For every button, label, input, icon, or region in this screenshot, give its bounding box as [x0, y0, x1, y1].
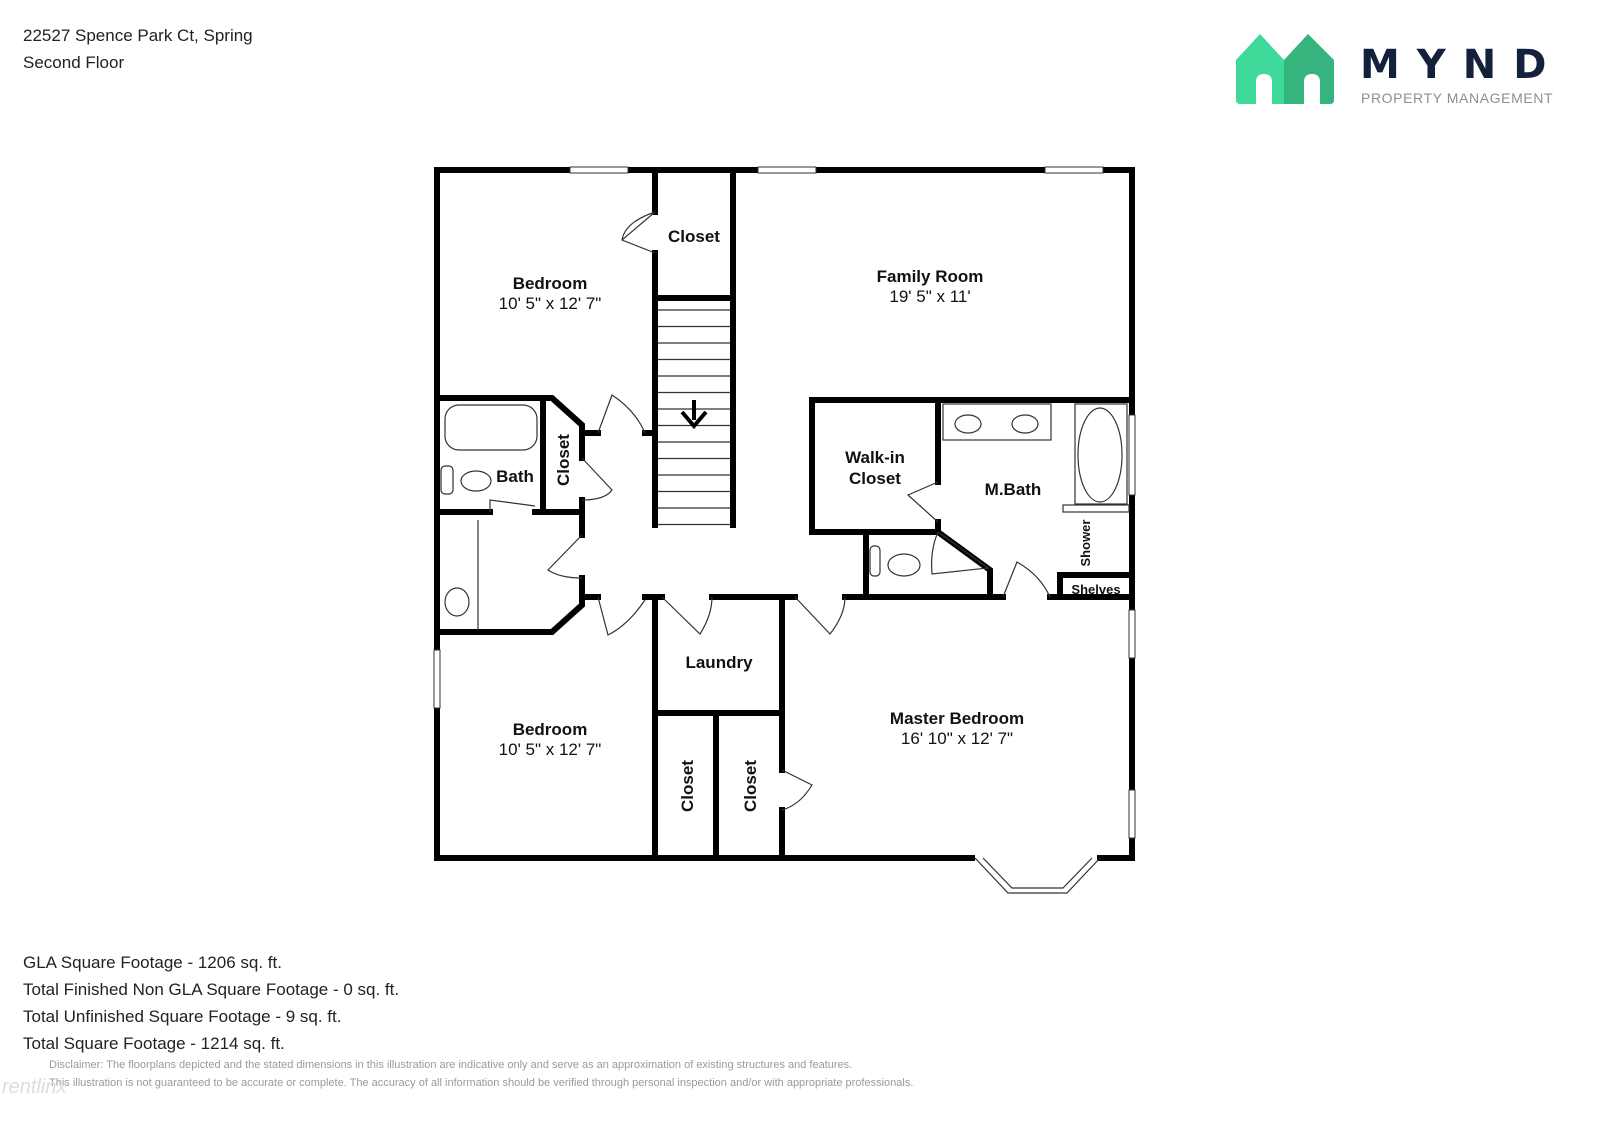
room-closet-a: Closet: [678, 760, 697, 812]
address: 22527 Spence Park Ct, Spring: [23, 26, 253, 45]
brand-tagline: PROPERTY MANAGEMENT: [1361, 90, 1554, 106]
room-master-bedroom-dims: 16' 10" x 12' 7": [901, 729, 1013, 748]
room-master-bedroom: Master Bedroom: [890, 709, 1024, 728]
room-closet-b: Closet: [741, 760, 760, 812]
fixtures: [440, 309, 1130, 630]
disclaimer-line-1: Disclaimer: The floorplans depicted and …: [49, 1059, 853, 1071]
stairs-down-arrow-icon: [680, 400, 708, 430]
mynd-logo-icon: [1236, 34, 1334, 104]
room-bedroom-1: Bedroom: [513, 274, 588, 293]
header: 22527 Spence Park Ct, Spring Second Floo…: [23, 22, 253, 76]
room-bedroom-1-dims: 10' 5" x 12' 7": [499, 294, 602, 313]
room-closet-hall: Closet: [554, 434, 573, 486]
room-family-room: Family Room: [877, 267, 984, 286]
room-bath: Bath: [496, 467, 534, 486]
room-shelves: Shelves: [1071, 582, 1120, 597]
disclaimer: Disclaimer: The floorplans depicted and …: [49, 1056, 913, 1092]
windows: [433, 166, 1136, 839]
room-laundry: Laundry: [685, 653, 753, 672]
brand-name: MYND: [1360, 42, 1564, 88]
square-footage-summary: GLA Square Footage - 1206 sq. ft. Total …: [23, 949, 399, 1057]
watermark: rentlinx: [2, 1076, 67, 1098]
room-shower: Shower: [1078, 520, 1093, 567]
room-master-bath: M.Bath: [985, 480, 1042, 499]
stat-non-gla: Total Finished Non GLA Square Footage - …: [23, 980, 400, 999]
room-walkin-line2: Closet: [849, 469, 901, 488]
room-closet-top: Closet: [668, 227, 720, 246]
stat-gla: GLA Square Footage - 1206 sq. ft.: [23, 953, 282, 972]
room-walkin-line1: Walk-in: [845, 448, 905, 467]
room-family-room-dims: 19' 5" x 11': [889, 287, 970, 306]
room-bedroom-2: Bedroom: [513, 720, 588, 739]
stat-total: Total Square Footage - 1214 sq. ft.: [23, 1034, 285, 1053]
disclaimer-line-2: This illustration is not guaranteed to b…: [49, 1077, 914, 1089]
doors: [489, 211, 1051, 811]
room-bedroom-2-dims: 10' 5" x 12' 7": [499, 740, 602, 759]
floor-label: Second Floor: [23, 53, 125, 72]
stat-unfinished: Total Unfinished Square Footage - 9 sq. …: [23, 1007, 342, 1026]
